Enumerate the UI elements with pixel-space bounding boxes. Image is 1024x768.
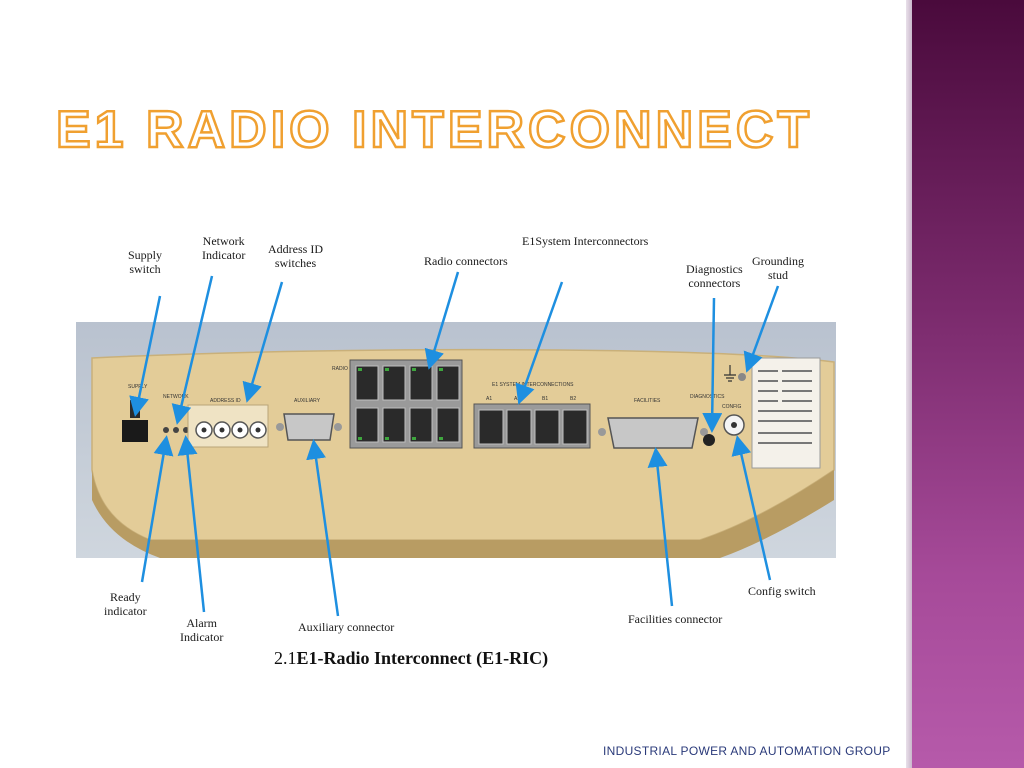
panel-label-e1: E1 SYSTEM INTERCONNECTIONS — [492, 382, 574, 388]
supply-switch-body — [122, 420, 148, 442]
arrow-grounding — [743, 285, 780, 373]
device-shadow — [92, 470, 834, 558]
panel-label-network: NETWORK — [163, 394, 189, 400]
panel-label-config: CONFIG — [722, 404, 742, 410]
arrow-diagnostics — [702, 297, 723, 433]
panel-label-b1: B1 — [542, 396, 548, 402]
auxiliary-db9 — [283, 413, 335, 441]
panel-label-radio: RADIO — [332, 366, 348, 372]
arrow-e1 — [515, 281, 564, 405]
arrow-alarm — [177, 435, 206, 613]
slide-footer: INDUSTRIAL POWER AND AUTOMATION GROUP — [603, 744, 891, 758]
panel-label-facilities: FACILITIES — [634, 398, 661, 404]
grounding-symbol — [724, 365, 736, 382]
slide-title: E1 Radio Interconnect — [55, 100, 814, 161]
panel-label-diagnostics: DIAGNOSTICS — [690, 394, 725, 400]
panel-label-address: ADDRESS ID — [210, 398, 241, 404]
callout-auxiliary: Auxiliary connector — [298, 620, 395, 634]
panel-label-auxiliary: AUXILIARY — [294, 398, 321, 404]
arrow-facilities — [647, 447, 674, 607]
arrow-auxiliary — [306, 439, 340, 617]
figure-caption: 2.1E1-Radio Interconnect (E1-RIC) — [274, 648, 548, 669]
arrow-radio — [424, 271, 460, 370]
callout-config: Config switch — [748, 584, 816, 598]
arrow-config — [731, 435, 772, 581]
sidebar-edge — [906, 0, 912, 768]
callout-facilities: Facilities connector — [628, 612, 723, 626]
arrow-address-id — [242, 281, 284, 403]
arrow-network-indicator — [171, 275, 214, 425]
panel-label-supply: SUPPLY — [128, 384, 148, 390]
callout-e1-system: E1System Interconnectors — [522, 234, 649, 248]
led-network — [173, 427, 179, 433]
decorative-sidebar — [912, 0, 1024, 768]
callout-radio-connectors: Radio connectors — [424, 254, 508, 268]
panel-label-a1: A1 — [486, 396, 492, 402]
rating-plate — [751, 357, 821, 469]
facilities-db25 — [607, 417, 699, 449]
arrow-supply-switch — [129, 295, 162, 417]
caption-text: E1-Radio Interconnect (E1-RIC) — [296, 648, 549, 668]
panel-label-b2: B2 — [570, 396, 576, 402]
caption-number: 2.1 — [274, 648, 297, 668]
arrow-ready — [140, 435, 174, 583]
diagnostics-port — [703, 434, 715, 446]
led-ready — [163, 427, 169, 433]
